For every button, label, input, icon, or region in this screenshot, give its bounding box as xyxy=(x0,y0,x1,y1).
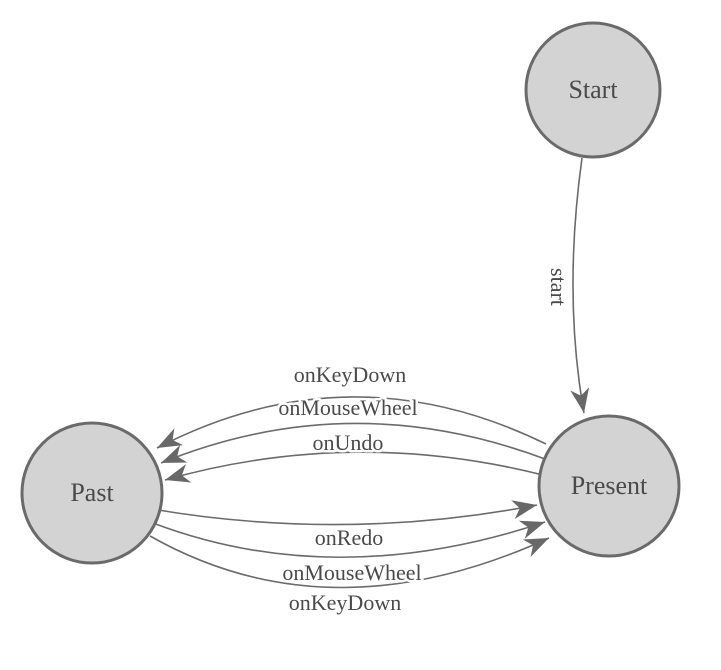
edge-present-to-past-onmousewheel xyxy=(160,422,546,464)
state-node-start[interactable]: Start xyxy=(524,21,662,159)
node-circle-start[interactable] xyxy=(524,21,662,159)
node-label-past: Past xyxy=(70,478,114,507)
edge-past-to-present-onkeydown xyxy=(149,535,550,589)
edge-group xyxy=(149,157,590,589)
edge-present-to-past-onkeydown xyxy=(156,396,547,449)
edge-label-onmousewheel-lower: onMouseWheel xyxy=(282,560,421,585)
edge-label-onundo: onUndo xyxy=(313,430,384,455)
node-circle-past[interactable] xyxy=(20,421,164,565)
state-node-present[interactable]: Present xyxy=(537,414,681,558)
edge-label-onmousewheel-upper: onMouseWheel xyxy=(278,395,417,420)
state-node-past[interactable]: Past xyxy=(20,421,164,565)
edge-past-to-present-onredo xyxy=(151,500,538,526)
edge-label-onredo: onRedo xyxy=(315,525,383,550)
edge-present-to-past-onundo xyxy=(164,451,544,483)
edge-past-to-present-onmousewheel xyxy=(152,520,546,558)
node-label-present: Present xyxy=(571,471,648,500)
edge-label-onkeydown-lower: onKeyDown xyxy=(289,590,401,615)
node-label-start: Start xyxy=(568,75,618,104)
node-circle-present[interactable] xyxy=(537,414,681,558)
edge-label-start: start xyxy=(546,268,571,306)
edge-start-to-present xyxy=(570,157,590,414)
node-group: Start Past Present xyxy=(20,21,681,565)
edge-label-onkeydown-upper: onKeyDown xyxy=(294,362,406,387)
edge-label-group: start onKeyDown onMouseWheel onUndo onRe… xyxy=(276,266,574,618)
